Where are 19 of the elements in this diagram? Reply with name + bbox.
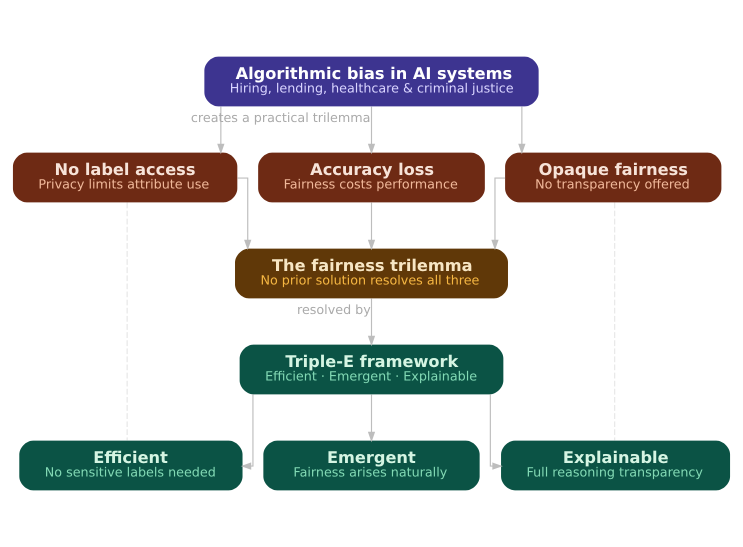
node-box: Explainable Full reasoning transparency bbox=[501, 440, 730, 490]
node-box: Accuracy loss Fairness costs performance bbox=[258, 152, 485, 202]
node-box: Emergent Fairness arises naturally bbox=[263, 440, 480, 490]
arrow bbox=[368, 394, 376, 442]
node-box: No label access Privacy limits attribute use bbox=[12, 152, 238, 202]
node-box: Triple-E framework Efficient · Emergent · Explainable bbox=[240, 344, 504, 394]
node-box: Opaque fairness No transparency offered bbox=[505, 152, 722, 202]
arrow bbox=[240, 394, 254, 470]
arrow bbox=[491, 178, 506, 250]
node-box: The fairness trilemma No prior solution resolves all three bbox=[235, 248, 508, 298]
arrow bbox=[518, 106, 526, 154]
node-box: Efficient No sensitive labels needed bbox=[19, 440, 243, 490]
edge-label: resolved by bbox=[297, 302, 371, 317]
arrow bbox=[490, 394, 503, 470]
arrow bbox=[368, 106, 376, 154]
arrow bbox=[368, 298, 376, 346]
arrow bbox=[238, 178, 252, 250]
node-box: Algorithmic bias in AI systems Hiring, lending, healthcare & criminal justice bbox=[204, 56, 539, 106]
arrow bbox=[368, 202, 376, 250]
